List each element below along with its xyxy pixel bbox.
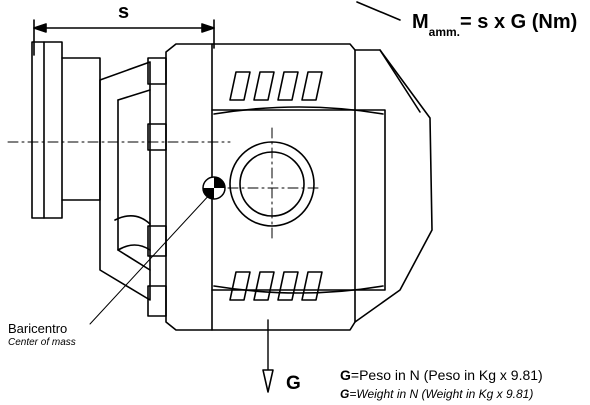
weight-note-en-symbol: G [340, 387, 350, 401]
rear-cover [354, 49, 433, 323]
formula-subscript: amm. [428, 25, 461, 39]
housing-contour-2 [117, 244, 151, 251]
pump-body [165, 43, 386, 331]
center-of-mass-icon [202, 176, 226, 200]
cooling-fins-bottom [229, 271, 323, 301]
cooling-fins-top [229, 71, 323, 101]
center-of-mass-leader [89, 191, 213, 325]
formula-rest: = s x G (Nm) [460, 11, 578, 33]
center-lines [7, 127, 323, 241]
weight-arrow [262, 319, 274, 393]
force-label: G [286, 373, 301, 394]
center-of-mass-label-it: Baricentro [8, 321, 68, 336]
weight-note-en-text: =Weight in N (Weight in Kg x 9.81) [349, 387, 534, 401]
weight-note-en: G=Weight in N (Weight in Kg x 9.81) [340, 388, 533, 400]
weight-note-it-symbol: G [340, 367, 351, 383]
formula-m: M [412, 11, 429, 33]
weight-note-it-text: =Peso in N (Peso in Kg x 9.81) [350, 367, 543, 383]
formula-leader [356, 1, 401, 21]
mounting-flange [31, 41, 101, 219]
center-of-mass-label-en: Center of mass [8, 337, 76, 348]
dimension-s [33, 19, 215, 56]
dimension-label-s: s [118, 1, 130, 23]
weight-note-it: G=Peso in N (Peso in Kg x 9.81) [340, 368, 543, 382]
housing-contour [114, 215, 151, 225]
moment-formula: Mamm.= s x G (Nm) [412, 11, 578, 38]
